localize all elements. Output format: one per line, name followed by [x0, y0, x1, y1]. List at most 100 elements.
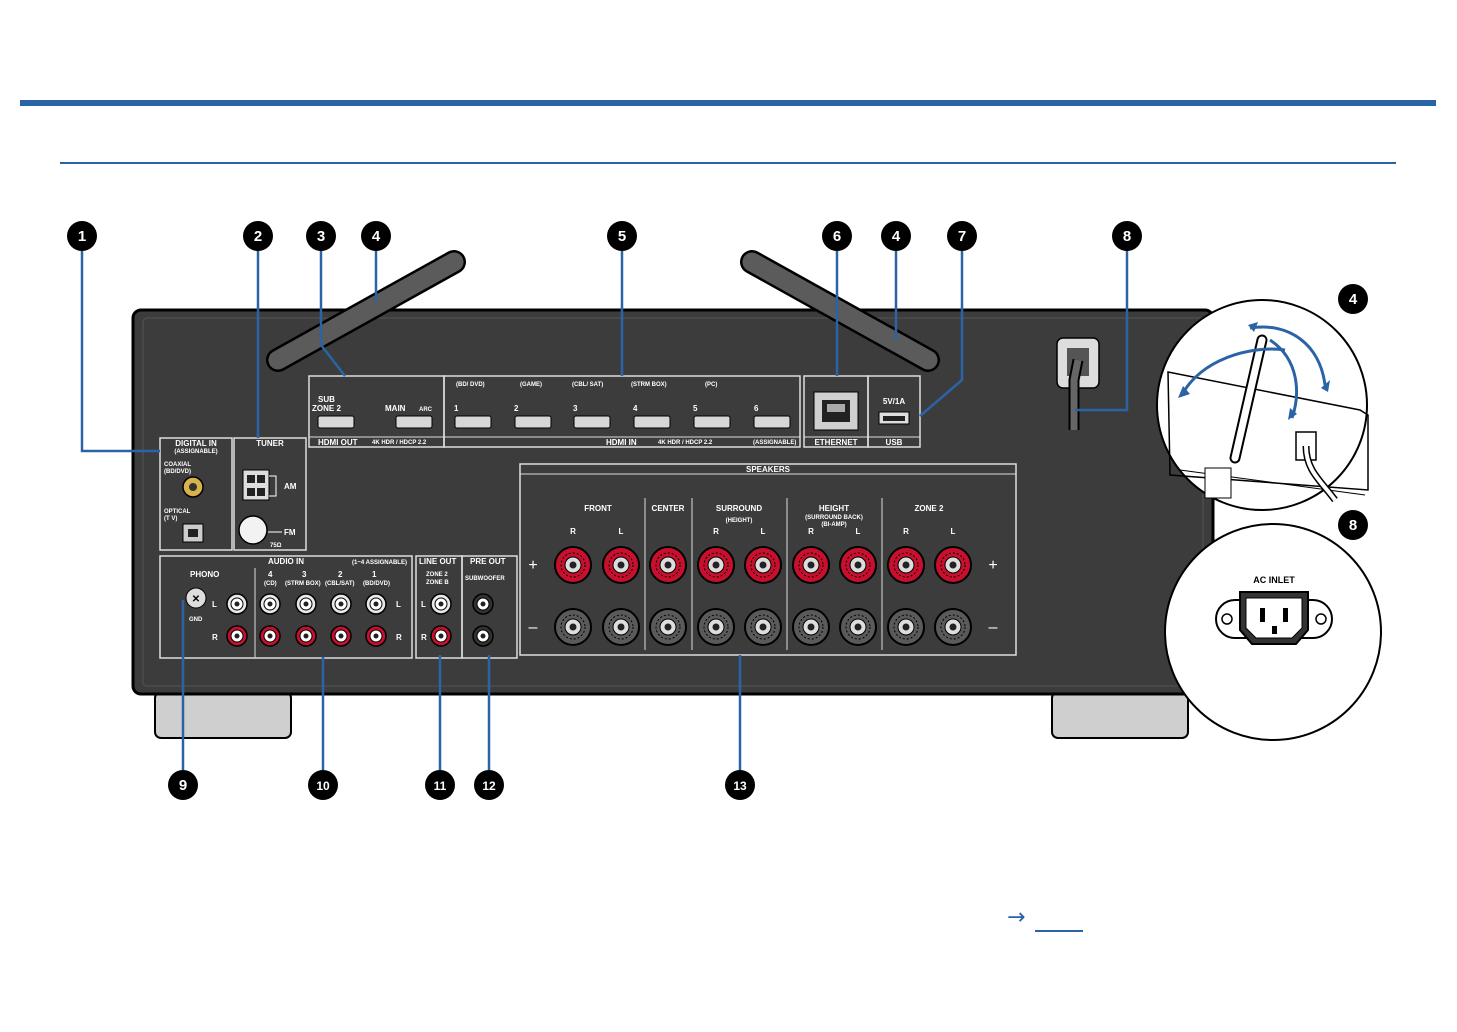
zone2-label: ZONE 2: [915, 504, 944, 513]
gnd-label: GND: [189, 617, 203, 623]
usb-label: USB: [886, 438, 903, 447]
subwoofer-label: SUBWOOFER: [465, 576, 505, 582]
audio-in-jack-r: [330, 625, 352, 647]
am-label: AM: [284, 482, 297, 491]
height-sub2: (BI-AMP): [821, 522, 846, 528]
audio-in-src-1: (BD/DVD): [363, 581, 390, 587]
speaker-terminal-minus: [839, 608, 877, 646]
callout-1: 1: [67, 221, 97, 251]
audio-in-r-label: R: [396, 633, 402, 642]
hdmi-in-assignable: (ASSIGNABLE): [753, 440, 796, 446]
svg-text:7: 7: [958, 228, 966, 245]
svg-text:5: 5: [618, 228, 626, 245]
inset-ac-inlet: AC INLET: [1164, 523, 1382, 741]
svg-text:6: 6: [833, 228, 841, 245]
audio-in-jack-r: [365, 625, 387, 647]
svg-text:4: 4: [1349, 291, 1358, 308]
line-out-jack-l: [430, 593, 452, 615]
surround-sub: (HEIGHT): [726, 518, 753, 524]
speaker-terminal-plus: [554, 546, 592, 584]
antenna-right: [740, 250, 940, 372]
audio-in-num-4: 4: [268, 570, 273, 579]
right-foot: [1051, 691, 1189, 739]
audio-in-jack-r: [259, 625, 281, 647]
plus-left: +: [528, 557, 537, 574]
speaker-terminal-minus: [744, 608, 782, 646]
coaxial-label: COAXIAL: [164, 462, 191, 468]
audio-in-jack-l: [295, 593, 317, 615]
height-l: L: [856, 527, 861, 536]
audio-in-num-1: 1: [372, 570, 377, 579]
hdmi-in-port-1: [454, 415, 492, 429]
callout-4-inset: 4: [1338, 284, 1368, 314]
callout-6: 6: [822, 221, 852, 251]
height-sub: (SURROUND BACK): [805, 515, 863, 521]
callout-4-left: 4: [361, 221, 391, 251]
front-l: L: [619, 527, 624, 536]
line-out-jack-r: [430, 625, 452, 647]
left-foot: [154, 691, 292, 739]
speaker-terminal-plus: [839, 546, 877, 584]
plus-right: +: [988, 557, 997, 574]
front-label: FRONT: [584, 504, 612, 513]
hdmi-in-num-4: 4: [633, 404, 638, 413]
speaker-terminal-minus: [602, 608, 640, 646]
surround-l: L: [761, 527, 766, 536]
page-link-arrow[interactable]: →: [1007, 905, 1026, 930]
audio-in-src-4: (CD): [264, 581, 277, 587]
callout-3: 3: [306, 221, 336, 251]
ac-inlet-label: AC INLET: [1253, 575, 1295, 585]
svg-text:3: 3: [317, 228, 325, 245]
hdmi-in-src-1: (BD/ DVD): [456, 382, 485, 388]
audio-in-src-2: (CBL/SAT): [325, 581, 355, 587]
audio-in-num-2: 2: [338, 570, 343, 579]
minus-left: –: [529, 619, 538, 636]
page-link[interactable]: [1035, 930, 1083, 932]
svg-text:2: 2: [254, 228, 262, 245]
svg-text:10: 10: [316, 779, 330, 793]
hdmi-in-label: HDMI IN: [606, 438, 637, 447]
center-label: CENTER: [652, 504, 685, 513]
line-out-zone2: ZONE 2: [426, 572, 448, 578]
inset-antenna: [1156, 299, 1369, 511]
speakers-label: SPEAKERS: [746, 465, 791, 474]
audio-in-jack-r: [295, 625, 317, 647]
speaker-terminal-minus: [934, 608, 972, 646]
audio-in-jack-l: [226, 593, 248, 615]
hdmi-out-label: HDMI OUT: [318, 438, 358, 447]
chassis: [131, 308, 1215, 696]
coaxial-source: (BD/DVD): [164, 469, 191, 475]
hdmi-in-num-6: 6: [754, 404, 759, 413]
audio-in-label: AUDIO IN: [268, 557, 304, 566]
phono-r-label: R: [212, 633, 218, 642]
svg-text:4: 4: [892, 228, 901, 245]
callout-10: 10: [308, 770, 338, 800]
hdmi-out-main: MAIN: [385, 404, 406, 413]
ethernet-section: ETHERNET: [803, 375, 869, 448]
audio-in-assign: (1~4 ASSIGNABLE): [352, 560, 407, 566]
hdmi-out-sub: SUB: [318, 395, 335, 404]
audio-in-jack-l: [259, 593, 281, 615]
svg-text:13: 13: [733, 779, 747, 793]
callout-5: 5: [607, 221, 637, 251]
audio-in-l-label: L: [396, 600, 401, 609]
front-r: R: [570, 527, 576, 536]
callout-13: 13: [725, 770, 755, 800]
audio-in-section: AUDIO IN (1~4 ASSIGNABLE) PHONO GND ✕ L …: [159, 555, 494, 659]
usb-section: 5V/1A USB: [867, 375, 921, 448]
leader-lines: [80, 250, 1129, 770]
svg-text:9: 9: [179, 777, 187, 794]
tuner-label: TUNER: [256, 439, 284, 448]
callout-11: 11: [425, 770, 455, 800]
line-out-label: LINE OUT: [419, 557, 456, 566]
speaker-terminal-plus: [792, 546, 830, 584]
speaker-terminal-plus: [887, 546, 925, 584]
tuner-section: TUNER AM FM 75Ω: [233, 437, 307, 551]
callout-7: 7: [947, 221, 977, 251]
phono-label: PHONO: [190, 570, 219, 579]
optical-label: OPTICAL: [164, 509, 191, 515]
ethernet-label: ETHERNET: [814, 438, 857, 447]
antenna-left: [266, 250, 466, 372]
callout-2: 2: [243, 221, 273, 251]
digital-in-label: DIGITAL IN: [175, 439, 217, 448]
